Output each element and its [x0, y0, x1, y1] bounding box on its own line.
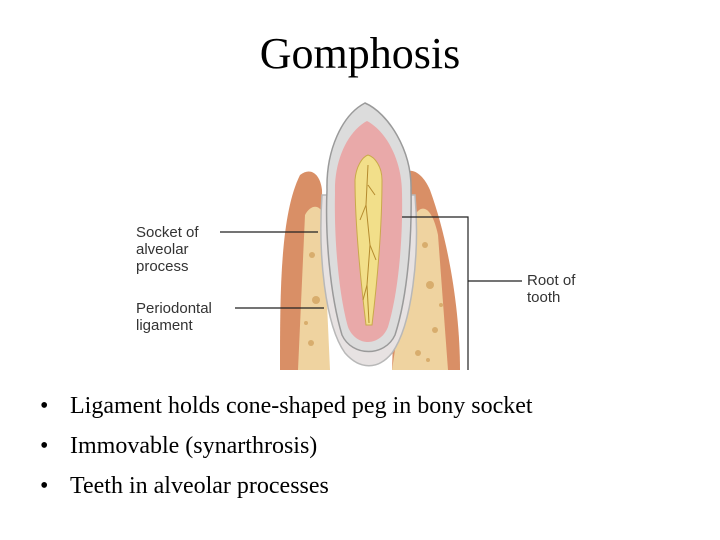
- pulp-vessels: [359, 164, 377, 324]
- root-label: Root of tooth: [527, 272, 576, 306]
- bullet-item: • Ligament holds cone-shaped peg in bony…: [40, 390, 533, 430]
- periodontal-label: Periodontal ligament: [136, 300, 212, 334]
- bullet-dot-icon: •: [40, 393, 49, 419]
- bullet-dot-icon: •: [40, 473, 49, 499]
- bullet-item: • Immovable (synarthrosis): [40, 430, 533, 470]
- bullet-text: Immovable (synarthrosis): [70, 433, 318, 459]
- bullet-text: Ligament holds cone-shaped peg in bony s…: [70, 393, 533, 419]
- socket-label: Socket of alveolar process: [136, 224, 199, 275]
- bullet-dot-icon: •: [40, 433, 49, 459]
- tooth-pulp: [354, 154, 383, 326]
- slide-title: Gomphosis: [259, 29, 461, 78]
- bone-texture: [304, 242, 443, 362]
- bullet-item: • Teeth in alveolar processes: [40, 470, 533, 510]
- gomphosis-diagram: [130, 95, 600, 370]
- root-bracket: [402, 216, 469, 370]
- bullet-list: • Ligament holds cone-shaped peg in bony…: [40, 390, 533, 510]
- bullet-text: Teeth in alveolar processes: [70, 473, 329, 499]
